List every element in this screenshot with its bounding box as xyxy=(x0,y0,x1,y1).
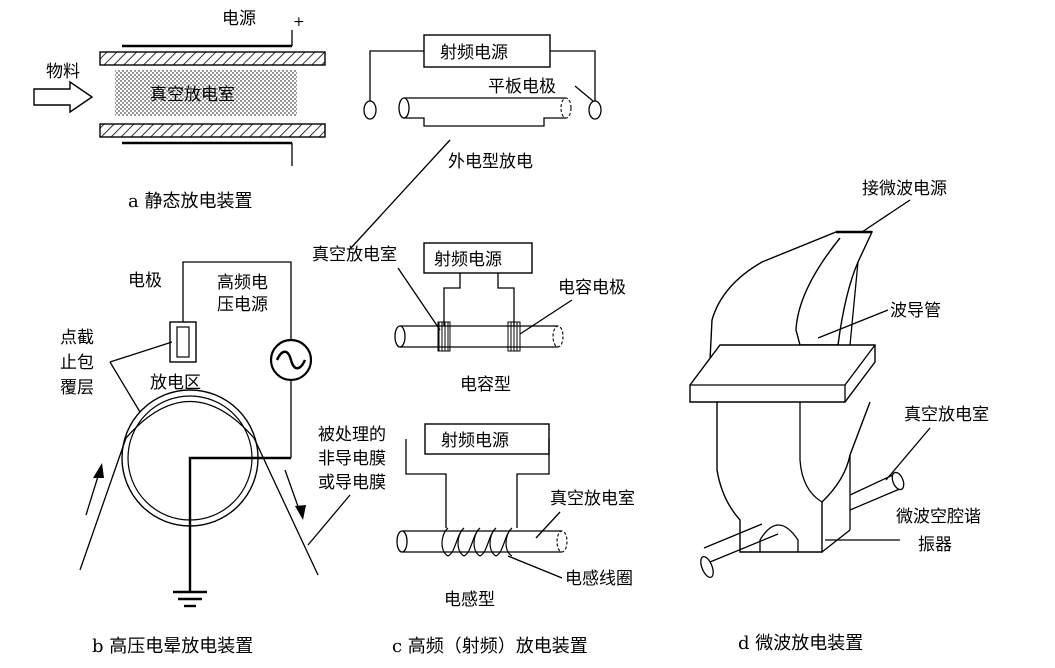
panel-b-film-line3: 或导电膜 xyxy=(318,473,386,493)
panel-a-power-label: 电源 xyxy=(222,9,256,29)
panel-c-capacitor-electrode-label: 电容电极 xyxy=(558,278,626,298)
panel-d-waveguide-label: 波导管 xyxy=(890,301,941,321)
panel-b-out-arrow-shaft xyxy=(284,469,301,513)
panel-d-tube-front-bottom xyxy=(709,533,779,563)
panel-c-capacitor-leader xyxy=(519,299,573,335)
panel-d-tube-end-left xyxy=(700,555,714,579)
panel-b-in-arrow-icon xyxy=(93,463,104,478)
panel-b-corona-discharge: 电极 高频电 压电源 点截 止包 覆层 放电区 被处理的 非导电膜 或导电膜 b… xyxy=(60,261,386,657)
panel-d-chamber-leader xyxy=(885,427,931,481)
panel-a-plasma-region xyxy=(115,70,297,116)
panel-d-tube-end-right xyxy=(891,471,905,491)
panel-b-coating-leader2 xyxy=(109,361,141,413)
panel-b-film-path xyxy=(79,400,319,576)
panel-c-wire-left-3 xyxy=(405,439,447,528)
panel-c-vacuum-chamber-label: 真空放电室 xyxy=(312,245,397,265)
panel-d-vacuum-chamber-label: 真空放电室 xyxy=(904,405,989,425)
panel-c-plate-leader xyxy=(574,85,594,102)
panel-d-resonator-line2: 振器 xyxy=(918,535,952,555)
panel-b-film-line2: 非导电膜 xyxy=(318,449,386,469)
panel-d-microwave-source-label: 接微波电源 xyxy=(862,179,947,199)
panel-b-electrode-label: 电极 xyxy=(128,271,162,291)
panel-c-wire-right-1 xyxy=(550,50,596,103)
panel-d-waveguide-leader xyxy=(817,309,889,339)
panel-d-waveguide-edge xyxy=(849,261,859,346)
panel-c-wire-right-3 xyxy=(516,439,550,528)
panel-c-wire-left-1 xyxy=(369,50,424,103)
panel-c-inductive-type-label: 电感型 xyxy=(444,590,495,610)
panel-c-capacitor-ring-right xyxy=(507,321,521,352)
panel-a-chamber-label: 真空放电室 xyxy=(150,85,235,105)
panel-b-zone-label: 放电区 xyxy=(150,373,201,393)
panel-b-coating-line3: 覆层 xyxy=(60,378,94,398)
panel-c-rf-discharge: 射频电源 平板电极 外电型放电 真空放电室 射频电源 电容电极 电容型 射频电源 xyxy=(312,34,635,657)
panel-c-tube-3-end-left xyxy=(396,530,408,553)
panel-c-rf-source-label-2: 射频电源 xyxy=(434,250,502,270)
panel-b-film-leader xyxy=(307,494,351,546)
panel-b-hf-power-line1: 高频电 xyxy=(217,273,268,293)
panel-d-tube-front-top xyxy=(703,523,763,549)
panel-d-source-leader xyxy=(861,199,911,233)
panel-a-bottom-electrode xyxy=(99,123,326,138)
panel-b-electrode-inner xyxy=(176,326,190,358)
panel-b-sine-icon xyxy=(275,350,307,370)
panel-a-plus-sign: + xyxy=(293,14,305,30)
panel-a-top-electrode xyxy=(99,51,326,66)
panel-b-ground-wire xyxy=(188,456,291,592)
panel-d-tube-back-bottom xyxy=(849,487,903,511)
panel-d-resonator-curve xyxy=(799,459,823,503)
panel-b-caption: b 高压电晕放电装置 xyxy=(92,636,253,657)
panel-c-caption: c 高频（射频）放电装置 xyxy=(392,636,588,657)
panel-c-plate-electrode-label: 平板电极 xyxy=(488,77,556,97)
panel-d-flange-plate xyxy=(689,344,876,403)
panel-c-rf-source-box-2 xyxy=(423,242,533,274)
panel-a-material-arrow-icon xyxy=(33,80,94,114)
panel-b-coating-leader1 xyxy=(109,341,173,363)
panel-d-microwave-discharge: 接微波电源 波导管 真空放电室 微波空腔谐 振器 d 微波放电装置 xyxy=(689,179,989,654)
panel-c-wire-right-2 xyxy=(497,273,515,326)
panel-c-rf-source-label-1: 射频电源 xyxy=(440,43,508,63)
panel-c-wire-left-2 xyxy=(443,273,461,326)
panel-d-caption: d 微波放电装置 xyxy=(738,633,863,654)
panel-a-static-discharge: 电源 + 真空放电室 物料 a 静态放电装置 xyxy=(33,9,326,212)
panel-c-external-type-label: 外电型放电 xyxy=(448,152,533,172)
panel-a-caption: a 静态放电装置 xyxy=(128,191,252,212)
panel-c-capacitive-type-label: 电容型 xyxy=(460,375,511,395)
panel-c-tube-1-end-left xyxy=(398,97,410,119)
panel-c-chamber-leader xyxy=(397,267,441,331)
panel-a-material-label: 物料 xyxy=(46,62,80,82)
panel-d-resonator-line1: 微波空腔谐 xyxy=(896,507,981,527)
panel-c-tube-2-end-right xyxy=(552,325,564,348)
panel-c-tube-2-end-left xyxy=(394,325,406,348)
panel-b-hf-power-line2: 压电源 xyxy=(217,295,268,315)
panel-c-rf-source-label-3: 射频电源 xyxy=(441,431,509,451)
panel-c-coil-label: 电感线圈 xyxy=(565,569,633,589)
panel-b-coating-line1: 点截 xyxy=(60,328,94,348)
panel-d-resonator-base-edge xyxy=(821,529,851,553)
panel-d-tube-opening xyxy=(759,524,799,552)
panel-c-chamber-leader-2 xyxy=(535,511,561,539)
panel-c-tube-1 xyxy=(404,97,566,127)
panel-c-external-leader xyxy=(349,139,451,250)
panel-d-resonator-body xyxy=(716,401,871,553)
panel-c-tube-3-end-right xyxy=(556,530,568,553)
panel-c-capacitor-ring-left xyxy=(437,321,451,352)
panel-b-film-line1: 被处理的 xyxy=(318,425,386,445)
panel-d-flange-edge xyxy=(844,344,876,386)
panel-c-vacuum-chamber-label-2: 真空放电室 xyxy=(550,489,635,509)
panel-b-coating-line2: 止包 xyxy=(60,353,94,373)
panel-c-coil-leader xyxy=(507,555,563,579)
panel-d-waveguide xyxy=(709,231,874,361)
panel-c-plate-electrode-right xyxy=(588,100,602,120)
panel-c-plate-electrode-left xyxy=(363,100,377,120)
panel-c-tube-1-end-right xyxy=(560,97,572,119)
panel-b-out-arrow-icon xyxy=(295,505,306,520)
panel-b-wire-top xyxy=(182,261,292,340)
panel-c-inductive-coil-icon xyxy=(441,527,513,557)
